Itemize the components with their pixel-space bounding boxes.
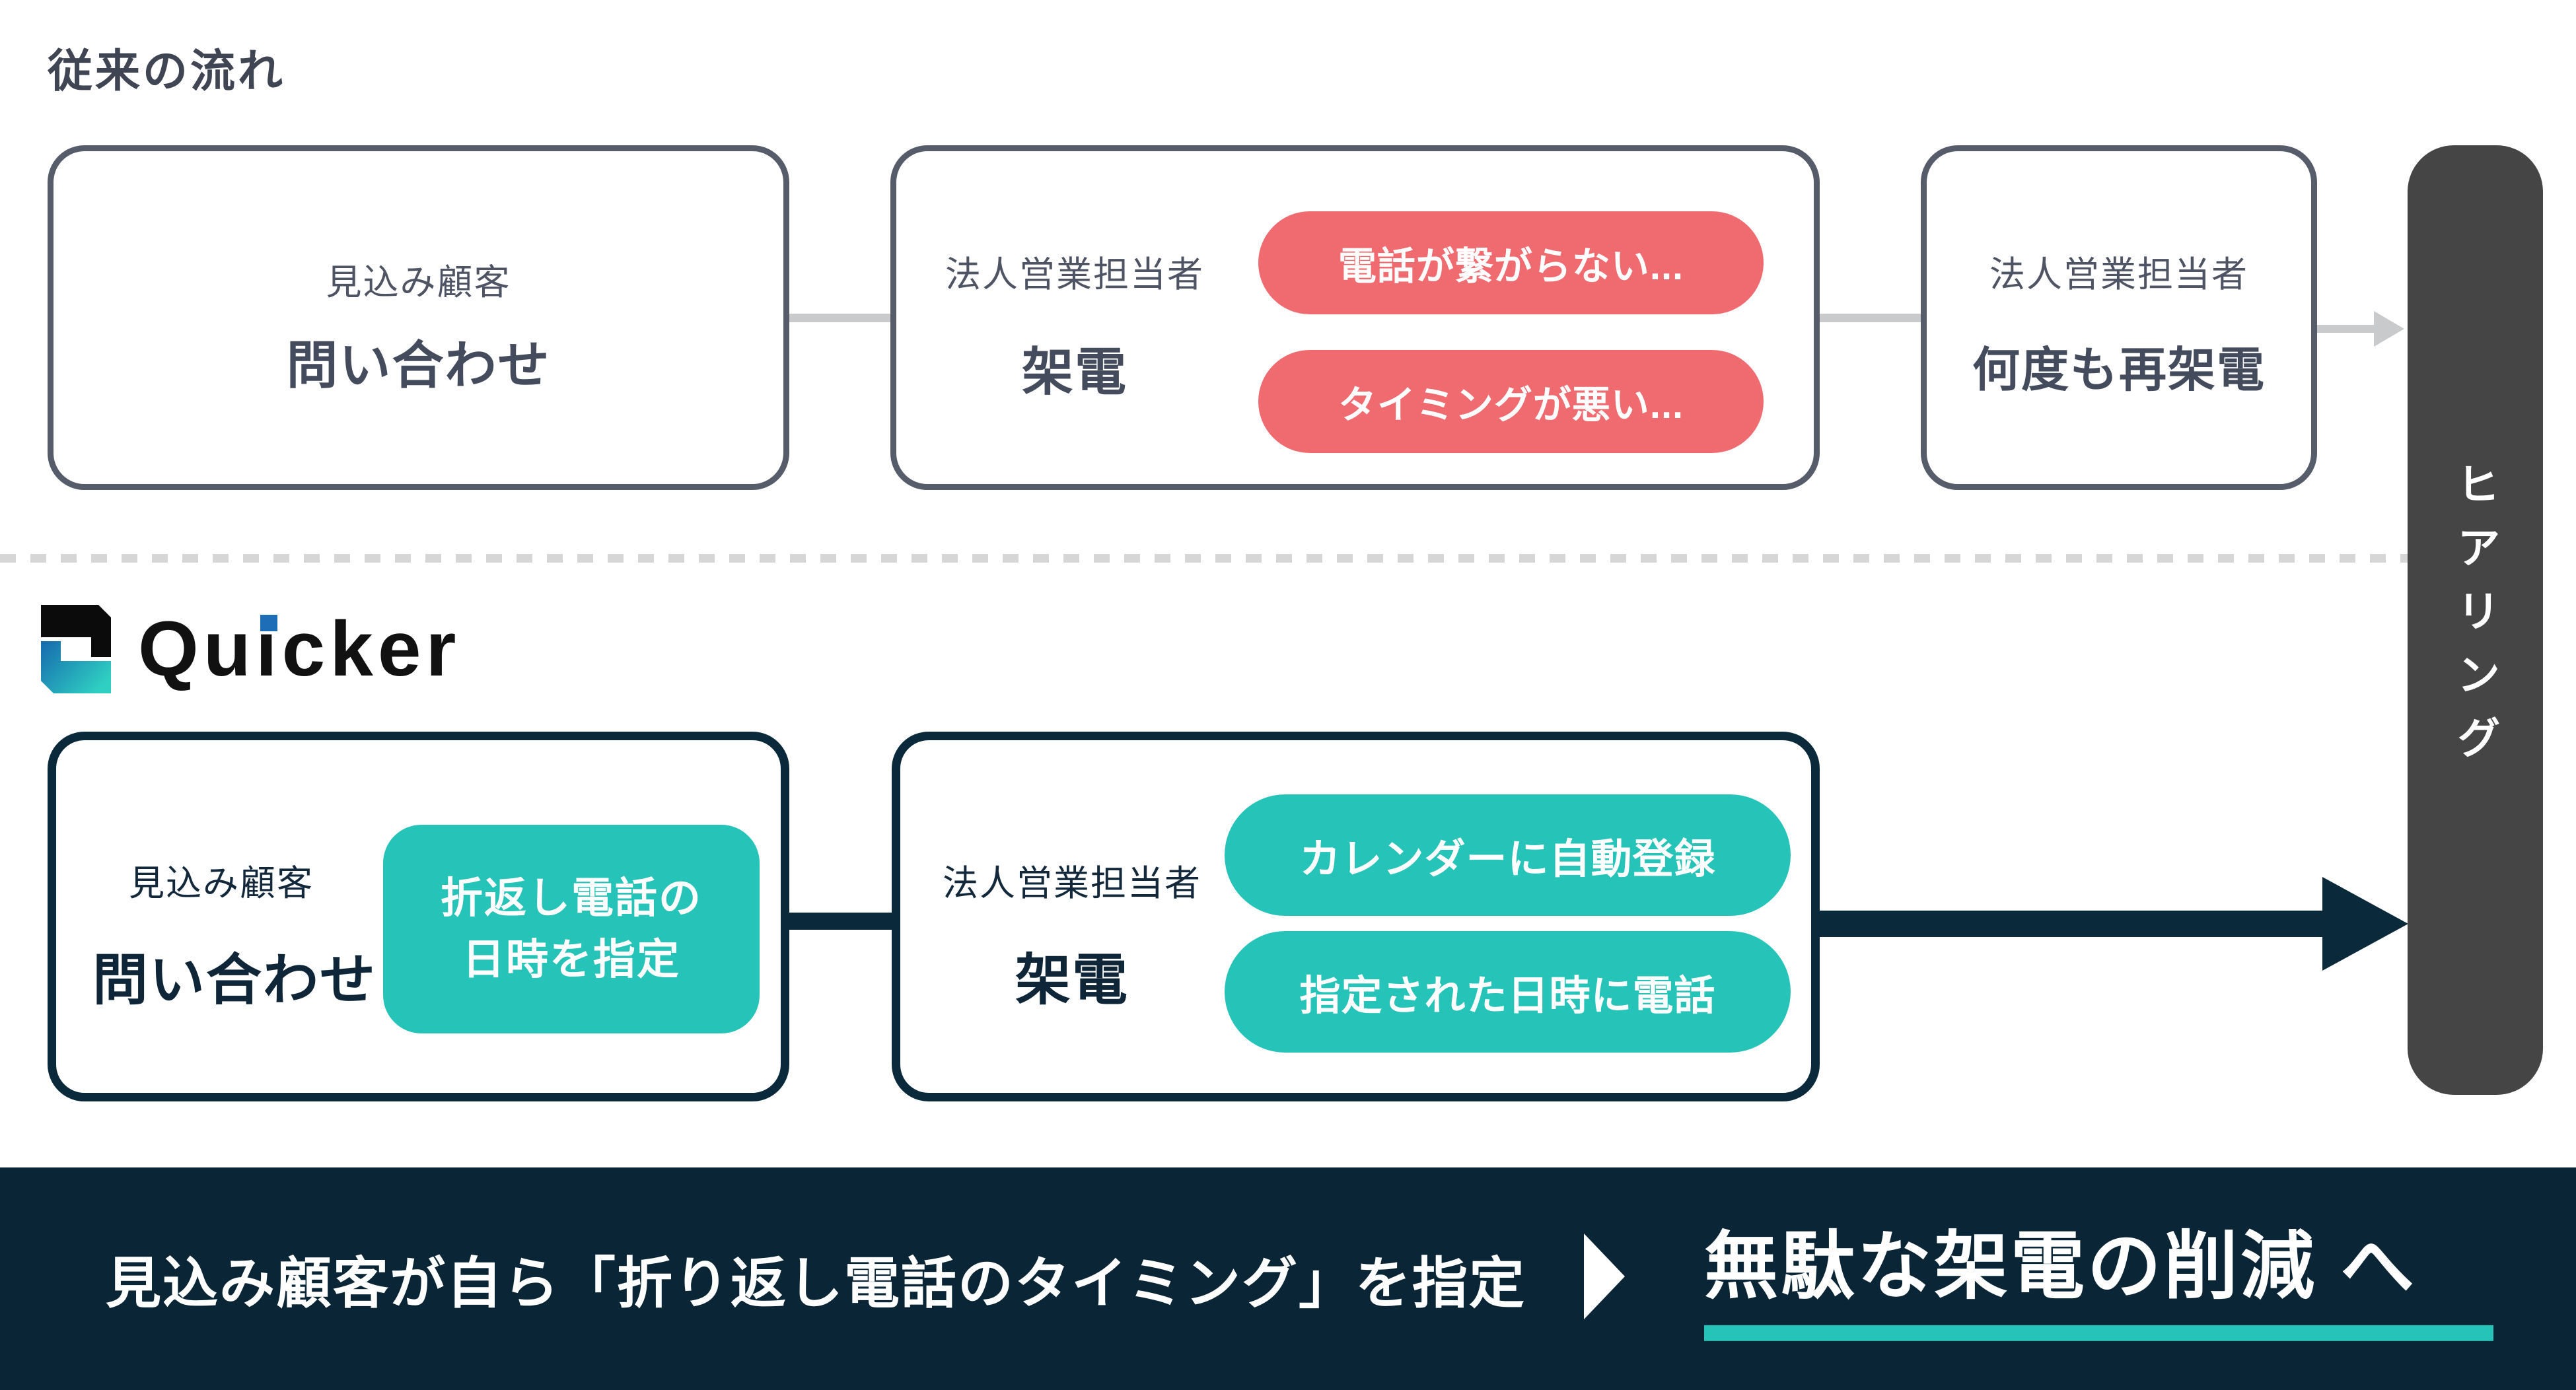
issue-badge: タイミングが悪い...	[1258, 350, 1764, 453]
actor-label: 見込み顧客	[129, 864, 314, 903]
connector-line	[789, 314, 890, 322]
traditional-box-recall: 法人営業担当者 何度も再架電	[1921, 145, 2317, 490]
quicker-logo-icon	[41, 605, 111, 693]
banner-result-text: 無駄な架電の削減 へ	[1704, 1224, 2417, 1307]
arrow-head-navy-icon	[2322, 877, 2408, 971]
actor-label: 法人営業担当者	[1989, 255, 2248, 295]
wordmark-part: Qu	[138, 606, 256, 693]
traditional-box-call: 法人営業担当者 架電 電話が繋がらない... タイミングが悪い...	[890, 145, 1820, 490]
dotted-divider	[0, 554, 2408, 563]
hearing-bar: ヒアリング	[2408, 145, 2543, 1095]
action-label: 問い合わせ	[92, 949, 376, 1011]
connector-line-navy	[789, 913, 893, 930]
banner-lead-text: 見込み顧客が自ら「折り返し電話のタイミング」を指定	[106, 1252, 1526, 1314]
issue-badge: 電話が繋がらない...	[1258, 211, 1764, 314]
action-label: 何度も再架電	[1972, 344, 2266, 397]
highlight-line: 折返し電話の	[441, 874, 702, 922]
actor-label: 法人営業担当者	[945, 255, 1204, 295]
action-label: 架電	[1021, 343, 1127, 401]
benefit-badge: 指定された日時に電話	[1225, 931, 1791, 1053]
arrow-head-icon	[2374, 311, 2404, 347]
banner-result-underline	[1704, 1325, 2493, 1341]
callback-highlight: 折返し電話の 日時を指定	[383, 825, 760, 1033]
section-title-traditional: 従来の流れ	[48, 46, 286, 96]
quicker-box-inquiry: 見込み顧客 問い合わせ 折返し電話の 日時を指定	[48, 732, 789, 1101]
highlight-line: 日時を指定	[462, 936, 680, 983]
hearing-label: ヒアリング	[2451, 462, 2500, 779]
action-label: 問い合わせ	[286, 336, 551, 394]
quicker-logo: Quicker	[41, 605, 460, 693]
arrow-line-navy	[1820, 911, 2342, 937]
wordmark-i: i	[255, 606, 282, 693]
action-label: 架電	[1015, 949, 1129, 1011]
benefit-badge: カレンダーに自動登録	[1225, 794, 1791, 916]
banner-arrow-icon	[1584, 1234, 1625, 1319]
connector-line	[1820, 314, 1921, 322]
quicker-wordmark: Quicker	[138, 610, 460, 688]
wordmark-part: cker	[281, 606, 461, 693]
actor-label: 見込み顧客	[326, 263, 511, 302]
banner-result: 無駄な架電の削減 へ	[1704, 1206, 2493, 1341]
summary-banner: 見込み顧客が自ら「折り返し電話のタイミング」を指定 無駄な架電の削減 へ	[0, 1167, 2576, 1390]
arrow-line-gray	[2317, 325, 2377, 333]
actor-label: 法人営業担当者	[943, 864, 1201, 903]
traditional-box-inquiry: 見込み顧客 問い合わせ	[48, 145, 789, 490]
quicker-box-call: 法人営業担当者 架電 カレンダーに自動登録 指定された日時に電話	[892, 732, 1820, 1101]
